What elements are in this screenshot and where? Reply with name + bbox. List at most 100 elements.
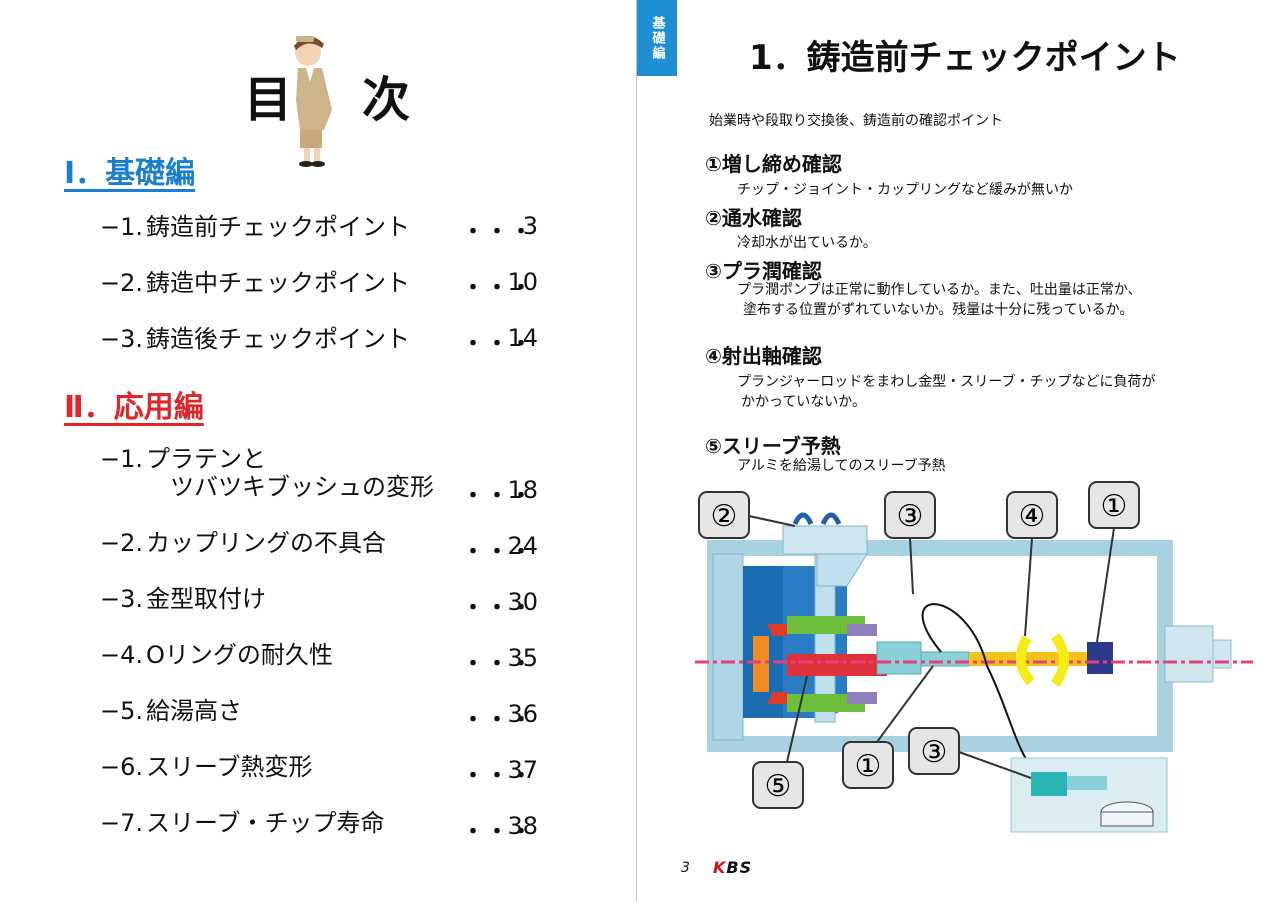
- toc-entry-page: 14: [507, 324, 538, 352]
- content-page: 基礎編 1．鋳造前チェックポイント 始業時や段取り交換後、鋳造前の確認ポイント …: [637, 0, 1271, 901]
- water-hose: [820, 512, 842, 526]
- callout-label: ②: [711, 499, 738, 534]
- toc-entry-prefix: −2.: [100, 269, 144, 297]
- cooling-block: [782, 525, 868, 555]
- check-heading: ④射出軸確認: [705, 344, 822, 368]
- check-heading: ③プラ潤確認: [705, 259, 822, 283]
- molten-metal: [787, 654, 887, 676]
- check-description: チップ・ジョイント・カップリングなど緩みが無いか: [737, 182, 1073, 198]
- check-heading: ①増し締め確認: [705, 152, 842, 176]
- toc-entry-dots: ・・・: [462, 708, 535, 733]
- cylinder-end: [1212, 639, 1232, 669]
- rotation-arrow: [1016, 635, 1035, 686]
- bush: [847, 692, 877, 704]
- callout-label: ⑤: [765, 769, 792, 804]
- water-hose: [792, 512, 814, 526]
- toc-entry-prefix: −3.: [100, 585, 144, 613]
- check-description: プランジャーロッドをまわし金型・スリーブ・チップなどに負荷が: [737, 374, 1156, 390]
- toc-entry-page: 30: [507, 588, 538, 616]
- page-divider: [636, 0, 637, 901]
- sprue: [753, 636, 769, 692]
- toc-entry-prefix: −6.: [100, 753, 144, 781]
- injection-cylinder: [1164, 625, 1214, 683]
- callout-1-bottom: ①: [842, 665, 934, 789]
- joint: [920, 651, 970, 667]
- check-description: プラ潤ポンプは正常に動作しているか。また、吐出量は正常か、: [737, 282, 1142, 298]
- toc-entry-dots: ・・・: [462, 596, 535, 621]
- callout-5: ⑤: [752, 675, 808, 809]
- tank-body: [1100, 811, 1154, 827]
- pump-nozzle: [1067, 776, 1107, 790]
- toc-entry-label: Oリングの耐久性: [146, 641, 333, 669]
- check-description-line2: 塗布する位置がずれていないか。残量は十分に残っているか。: [743, 302, 1134, 318]
- callout-label: ①: [855, 749, 882, 784]
- toc-entry-label: 金型取付け: [146, 585, 266, 613]
- toc-entry-page: 10: [507, 268, 538, 296]
- rotation-arrow: [1050, 633, 1069, 687]
- hopper: [816, 553, 868, 587]
- toc-title-char-2: 次: [362, 72, 413, 128]
- toc-entry-label: スリーブ熱変形: [146, 753, 313, 781]
- toc-entry-label: 給湯高さ: [146, 697, 242, 725]
- toc-entry-prefix: −7.: [100, 809, 144, 837]
- toc-entry-dots: ・・・: [462, 764, 535, 789]
- sleeve-bottom: [787, 694, 865, 712]
- section-applied-heading: Ⅱ．応用編: [64, 390, 204, 425]
- callout-label: ③: [921, 735, 948, 770]
- check-heading: ⑤スリーブ予熱: [705, 434, 841, 458]
- toc-entry-label: 鋳造前チェックポイント: [146, 213, 410, 241]
- kbs-logo: KBS: [713, 858, 752, 877]
- tip-red: [767, 692, 787, 704]
- toc-entry-dots: ・・・: [462, 540, 535, 565]
- toc-entry-dots: ・・・: [462, 220, 535, 245]
- callout-3-bottom: ③: [908, 727, 1032, 779]
- section-side-tab[interactable]: 基礎編: [637, 0, 677, 76]
- toc-entry-page: 18: [507, 476, 538, 504]
- die-casting-diagram: ② ③ ④ ① ⑤ ① ③: [695, 481, 1253, 833]
- callout-3-top: ③: [884, 491, 936, 595]
- callout-label: ①: [1101, 489, 1128, 524]
- toc-entry-prefix: −1.: [100, 445, 144, 473]
- toc-entry-label: 鋳造後チェックポイント: [146, 325, 410, 353]
- check-description: アルミを給湯してのスリーブ予熱: [737, 458, 946, 474]
- callout-1-top: ①: [1088, 481, 1140, 643]
- toc-entry-label-line2: ツバツキブッシュの変形: [170, 473, 434, 501]
- toc-entry-dots: ・・・: [462, 332, 535, 357]
- toc-entry-page: 24: [507, 532, 538, 560]
- callout-label: ④: [1019, 499, 1046, 534]
- logo-letter-b: B: [726, 858, 740, 877]
- toc-entry-label: カップリングの不具合: [146, 529, 386, 557]
- check-description: 冷却水が出ているか。: [737, 235, 877, 251]
- toc-entry-label: スリーブ・チップ寿命: [146, 809, 385, 837]
- pump: [1031, 772, 1067, 796]
- section-basic-heading: Ⅰ．基礎編: [64, 156, 196, 191]
- toc-entry-dots: ・・・: [462, 276, 535, 301]
- toc-entry-dots: ・・・: [462, 652, 535, 677]
- toc-entry-dots: ・・・: [462, 484, 535, 509]
- toc-entry-prefix: −5.: [100, 697, 144, 725]
- check-description-line2: かかっていないか。: [741, 394, 867, 410]
- coupling: [1087, 642, 1113, 674]
- page-intro: 始業時や段取り交換後、鋳造前の確認ポイント: [709, 113, 1003, 129]
- toc-entry-page: 37: [507, 756, 538, 784]
- toc-entry-page: 3: [522, 212, 538, 240]
- callout-2: ②: [698, 491, 796, 539]
- toc-entry-page: 35: [507, 644, 538, 672]
- toc-entry-prefix: −3.: [100, 325, 144, 353]
- tip-red: [767, 624, 787, 636]
- sleeve-top: [787, 616, 865, 634]
- plunger-rod: [969, 652, 1087, 666]
- mascot-illustration: [294, 36, 332, 167]
- toc-entry-prefix: −1.: [100, 213, 144, 241]
- toc-entry-label: 鋳造中チェックポイント: [146, 269, 410, 297]
- toc-entry-prefix: −4.: [100, 641, 144, 669]
- plunger-tip: [876, 641, 922, 675]
- page-number: 3: [681, 860, 690, 876]
- bush: [847, 624, 877, 636]
- toc-entry-label: プラテンと: [146, 445, 266, 473]
- callout-label: ③: [897, 499, 924, 534]
- callout-4: ④: [1006, 491, 1058, 637]
- toc-entry-page: 36: [507, 700, 538, 728]
- logo-letter-s: S: [739, 858, 753, 877]
- toc-entry-prefix: −2.: [100, 529, 144, 557]
